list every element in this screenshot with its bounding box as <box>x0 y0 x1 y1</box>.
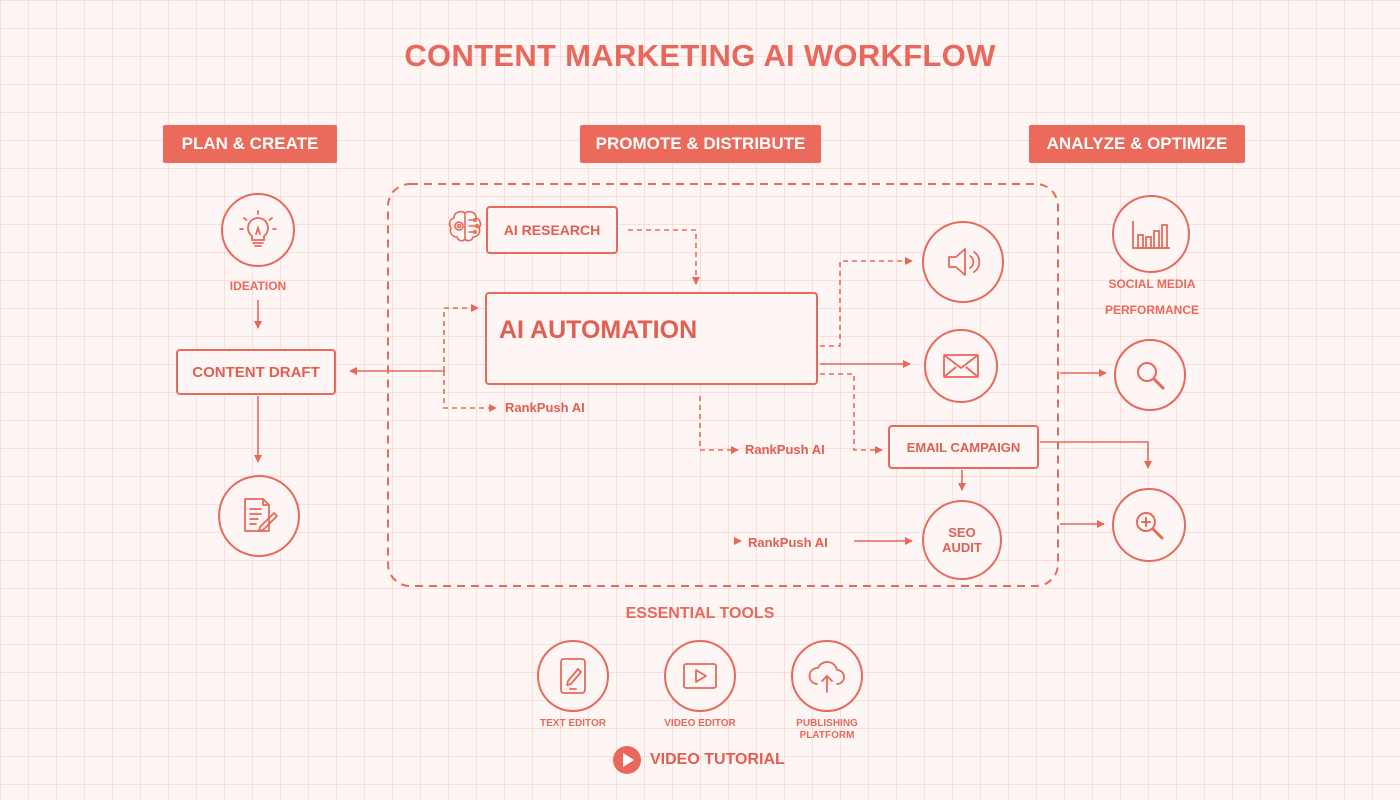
ai-research-node: AI RESEARCH <box>486 206 618 254</box>
tablet-pencil-icon <box>560 658 586 694</box>
document-edit-icon <box>244 498 278 532</box>
lightbulb-icon <box>239 210 277 247</box>
mail-icon <box>943 354 979 378</box>
seo-audit-label-line2: AUDIT <box>942 540 982 555</box>
play-icon[interactable] <box>613 746 641 774</box>
email-campaign-node: EMAIL CAMPAIGN <box>888 425 1039 469</box>
publishing-label-line2: PLATFORM <box>799 730 855 741</box>
publishing-label-line1: PUBLISHING <box>796 718 858 729</box>
performance-label: PERFORMANCE <box>1104 303 1199 317</box>
text-editor-label: TEXT EDITOR <box>540 718 606 729</box>
research-to-automation-arrow <box>628 229 700 285</box>
essential-tools-heading: ESSENTIAL TOOLS <box>625 605 775 622</box>
mail-node <box>924 329 998 403</box>
search-node <box>1114 339 1186 411</box>
brain-icon <box>444 206 486 248</box>
content-draft-node: CONTENT DRAFT <box>176 349 336 395</box>
phase-analyze-optimize: ANALYZE & OPTIMIZE <box>1029 125 1245 163</box>
rankpush-bullet <box>734 537 742 545</box>
seo-audit-node: SEO AUDIT <box>922 500 1002 580</box>
speaker-node <box>922 221 1004 303</box>
zoom-in-icon <box>1136 512 1164 540</box>
bracket-down-arrow <box>443 371 497 412</box>
analytics-node <box>1112 195 1190 273</box>
campaign-to-zoom-arrow <box>1040 441 1152 469</box>
video-play-icon <box>683 663 717 689</box>
page-title: CONTENT MARKETING AI WORKFLOW <box>404 38 996 73</box>
publishing-platform-tool[interactable] <box>791 640 863 712</box>
rankpush-link-3[interactable]: RankPush AI <box>748 535 828 550</box>
automation-to-rankpush-arrow <box>699 396 739 454</box>
bar-chart-icon <box>1132 221 1170 249</box>
promote-container <box>387 183 1059 587</box>
video-tutorial-link[interactable]: VIDEO TUTORIAL <box>650 751 785 768</box>
rankpush-link-1[interactable]: RankPush AI <box>505 400 585 415</box>
bracket-up-arrow <box>443 304 479 371</box>
rankpush-link-2[interactable]: RankPush AI <box>745 442 825 457</box>
phase-plan-create: PLAN & CREATE <box>163 125 337 163</box>
speaker-icon <box>948 248 981 276</box>
seo-audit-label-line1: SEO <box>948 525 976 540</box>
search-icon <box>1137 362 1165 390</box>
ideation-label: IDEATION <box>229 279 287 293</box>
document-node <box>218 475 300 557</box>
ideation-node <box>221 193 295 267</box>
social-media-label: SOCIAL MEDIA <box>1108 277 1196 291</box>
text-editor-tool[interactable] <box>537 640 609 712</box>
automation-to-campaign-arrow <box>820 373 883 454</box>
ai-automation-node: AI AUTOMATION <box>485 292 818 385</box>
video-editor-label: VIDEO EDITOR <box>664 718 736 729</box>
automation-to-speaker-arrow <box>820 257 913 347</box>
phase-promote-distribute: PROMOTE & DISTRIBUTE <box>580 125 821 163</box>
video-editor-tool[interactable] <box>664 640 736 712</box>
cloud-upload-icon <box>808 661 845 693</box>
zoom-node <box>1112 488 1186 562</box>
